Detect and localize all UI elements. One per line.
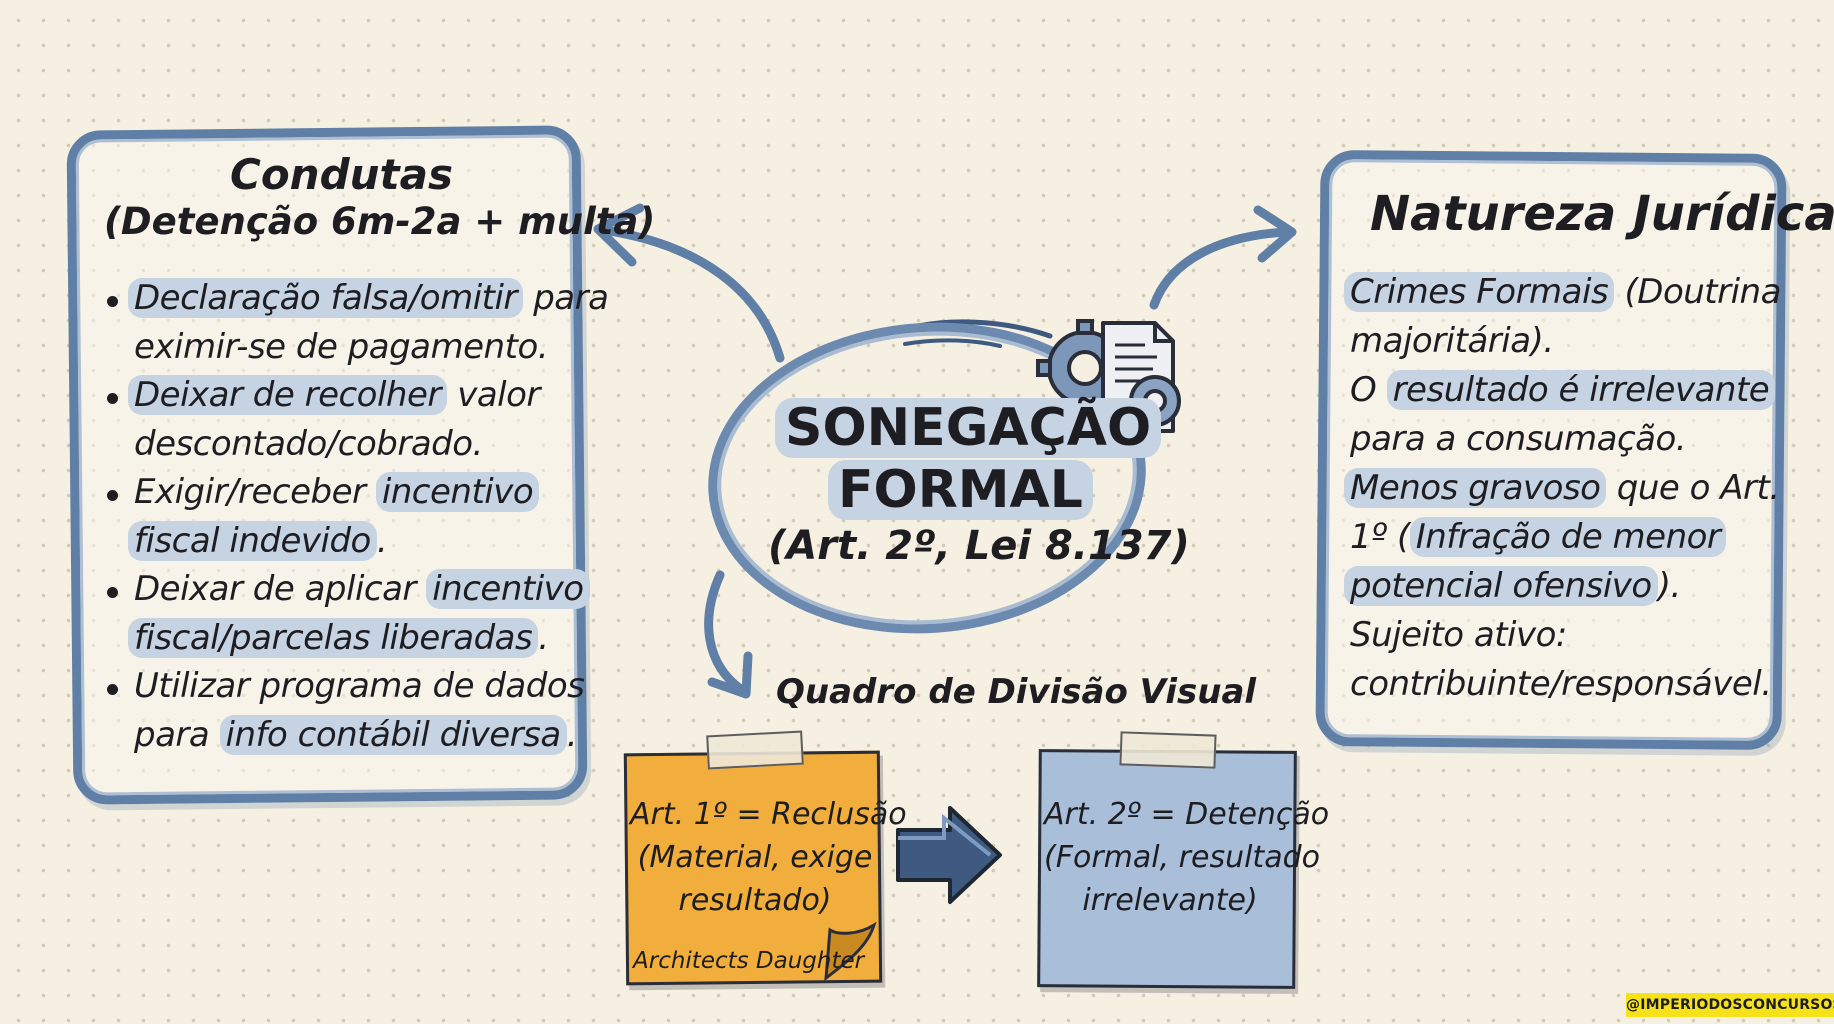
bullet-icon (107, 296, 118, 307)
natureza-line-8: Sujeito ativo: (1350, 615, 1567, 655)
natureza-line-5: Menos gravoso que o Art. (1344, 468, 1780, 508)
arrow-left-icon (599, 225, 785, 363)
natureza-line-4: para a consumação. (1350, 419, 1687, 459)
conduta-item-2-line-1: Deixar de recolher valor (128, 375, 540, 415)
arrow-right-block-icon (896, 806, 1002, 904)
tape-icon (1119, 731, 1217, 769)
natureza-line-2: majoritária). (1350, 321, 1554, 361)
bullet-icon (107, 490, 118, 501)
conduta-item-5-line-1: Utilizar programa de dados (134, 666, 585, 706)
center-title-line-1: SONEGAÇÃO (775, 398, 1162, 458)
conduta-item-4-line-2: fiscal/parcelas liberadas. (128, 618, 549, 658)
watermark-badge: @IMPERIODOSCONCURSOS (1626, 993, 1834, 1017)
arrow-right-icon (1149, 227, 1291, 310)
conduta-item-3-line-2: fiscal indevido. (128, 521, 388, 561)
center-reference: (Art. 2º, Lei 8.137) (768, 523, 1190, 569)
natureza-line-1: Crimes Formais (Doutrina (1344, 272, 1781, 312)
natureza-title: Natureza Jurídica (1370, 186, 1834, 242)
natureza-line-7: potencial ofensivo). (1344, 566, 1681, 606)
condutas-title: Condutas (230, 150, 453, 199)
natureza-line-9: contribuinte/responsável. (1350, 664, 1772, 704)
conduta-item-2-line-2: descontado/cobrado. (134, 424, 483, 464)
arrow-down-icon (704, 570, 747, 695)
bullet-icon (107, 684, 118, 695)
bullet-icon (107, 587, 118, 598)
conduta-item-1-line-2: eximir-se de pagamento. (134, 327, 549, 367)
conduta-item-5-line-2: para info contábil diversa. (134, 715, 578, 755)
center-title-line-2: FORMAL (828, 460, 1093, 520)
art1-text: Art. 1º = Reclusão (Material, exige resu… (630, 797, 907, 918)
conduta-item-3-line-1: Exigir/receber incentivo (134, 472, 540, 512)
conduta-item-1-line-1: Declaração falsa/omitir para (128, 278, 609, 318)
conduta-item-4-line-1: Deixar de aplicar incentivo (134, 569, 590, 609)
font-caption: Architects Daughter (633, 948, 865, 974)
natureza-line-3: O resultado é irrelevante (1350, 370, 1776, 410)
art2-text: Art. 2º = Detenção (Formal, resultado ir… (1044, 797, 1330, 918)
bullet-icon (107, 393, 118, 404)
natureza-line-6: 1º (Infração de menor (1350, 517, 1727, 557)
comparison-title: Quadro de Divisão Visual (776, 672, 1257, 712)
condutas-subtitle: (Detenção 6m-2a + multa) (104, 200, 656, 243)
